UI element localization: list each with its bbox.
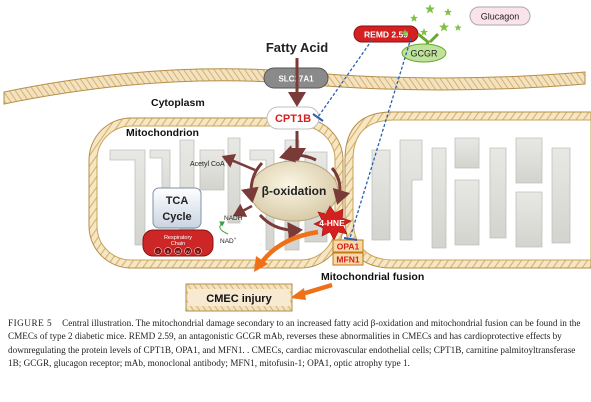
remd-label: REMD 2.59 (364, 30, 408, 40)
mfn1-label: MFN1 (336, 255, 359, 265)
central-illustration-diagram: SLC27A1 Fatty Acid Cytoplasm Mitochondri… (3, 4, 591, 312)
respiratory-complexes: I II III IV V (154, 247, 202, 255)
svg-text:II: II (167, 249, 169, 254)
acetyl-coa-label: Acetyl CoA (190, 161, 225, 168)
nadh-label: NADH (224, 215, 243, 222)
gcgr-badge (401, 43, 447, 63)
cpt1b-label: CPT1B (275, 113, 311, 125)
mitochondrial-fusion-label: Mitochondrial fusion (321, 271, 424, 283)
svg-text:III: III (176, 249, 179, 254)
tca-label-line2: Cycle (162, 211, 191, 223)
nad-regeneration-arrow (219, 221, 229, 235)
respiratory-label-line1: Respiratory (164, 235, 192, 241)
cmec-injury-label: CMEC injury (206, 293, 272, 305)
svg-text:I: I (157, 249, 158, 254)
gcgr-label: GCGR (411, 49, 439, 59)
beta-oxidation-cycle-arrows (241, 145, 351, 240)
beta-to-nadh-arrow (232, 203, 253, 217)
opa1-inhibition-bar (343, 237, 358, 241)
glucagon-molecule-stars (401, 4, 462, 36)
cytoplasm-label: Cytoplasm (151, 97, 205, 109)
cell-membrane (3, 68, 586, 105)
cpt1b-inhibition-bar (312, 113, 324, 122)
svg-text:V: V (197, 249, 200, 254)
opa1-label: OPA1 (337, 242, 360, 252)
beta-to-acetylcoa-arrow (221, 153, 256, 172)
nad-label: NAD+ (220, 236, 237, 245)
hne-label: 4-HNE (319, 218, 345, 228)
mitochondrion-label: Mitochondrion (126, 127, 199, 139)
glucagon-badge (469, 6, 531, 26)
fatty-acid-label: Fatty Acid (266, 40, 328, 55)
glucagon-label: Glucagon (481, 12, 520, 22)
beta-oxidation-label: β-oxidation (262, 184, 327, 198)
tca-label-line1: TCA (166, 195, 189, 207)
figure-label: FIGURE 5 (8, 318, 53, 328)
mfn1-box (332, 252, 364, 266)
cmec-injury-lumen (188, 289, 290, 306)
right-cristae (371, 137, 571, 249)
tca-cycle-box (152, 187, 202, 229)
respiratory-label-line2: Chain (171, 241, 185, 247)
opa1-box (332, 239, 364, 253)
remd-inhibition-lines (317, 37, 412, 239)
figure-caption-text: Central illustration. The mitochondrial … (8, 318, 581, 369)
injury-arrows (254, 229, 333, 300)
svg-text:IV: IV (186, 249, 190, 254)
